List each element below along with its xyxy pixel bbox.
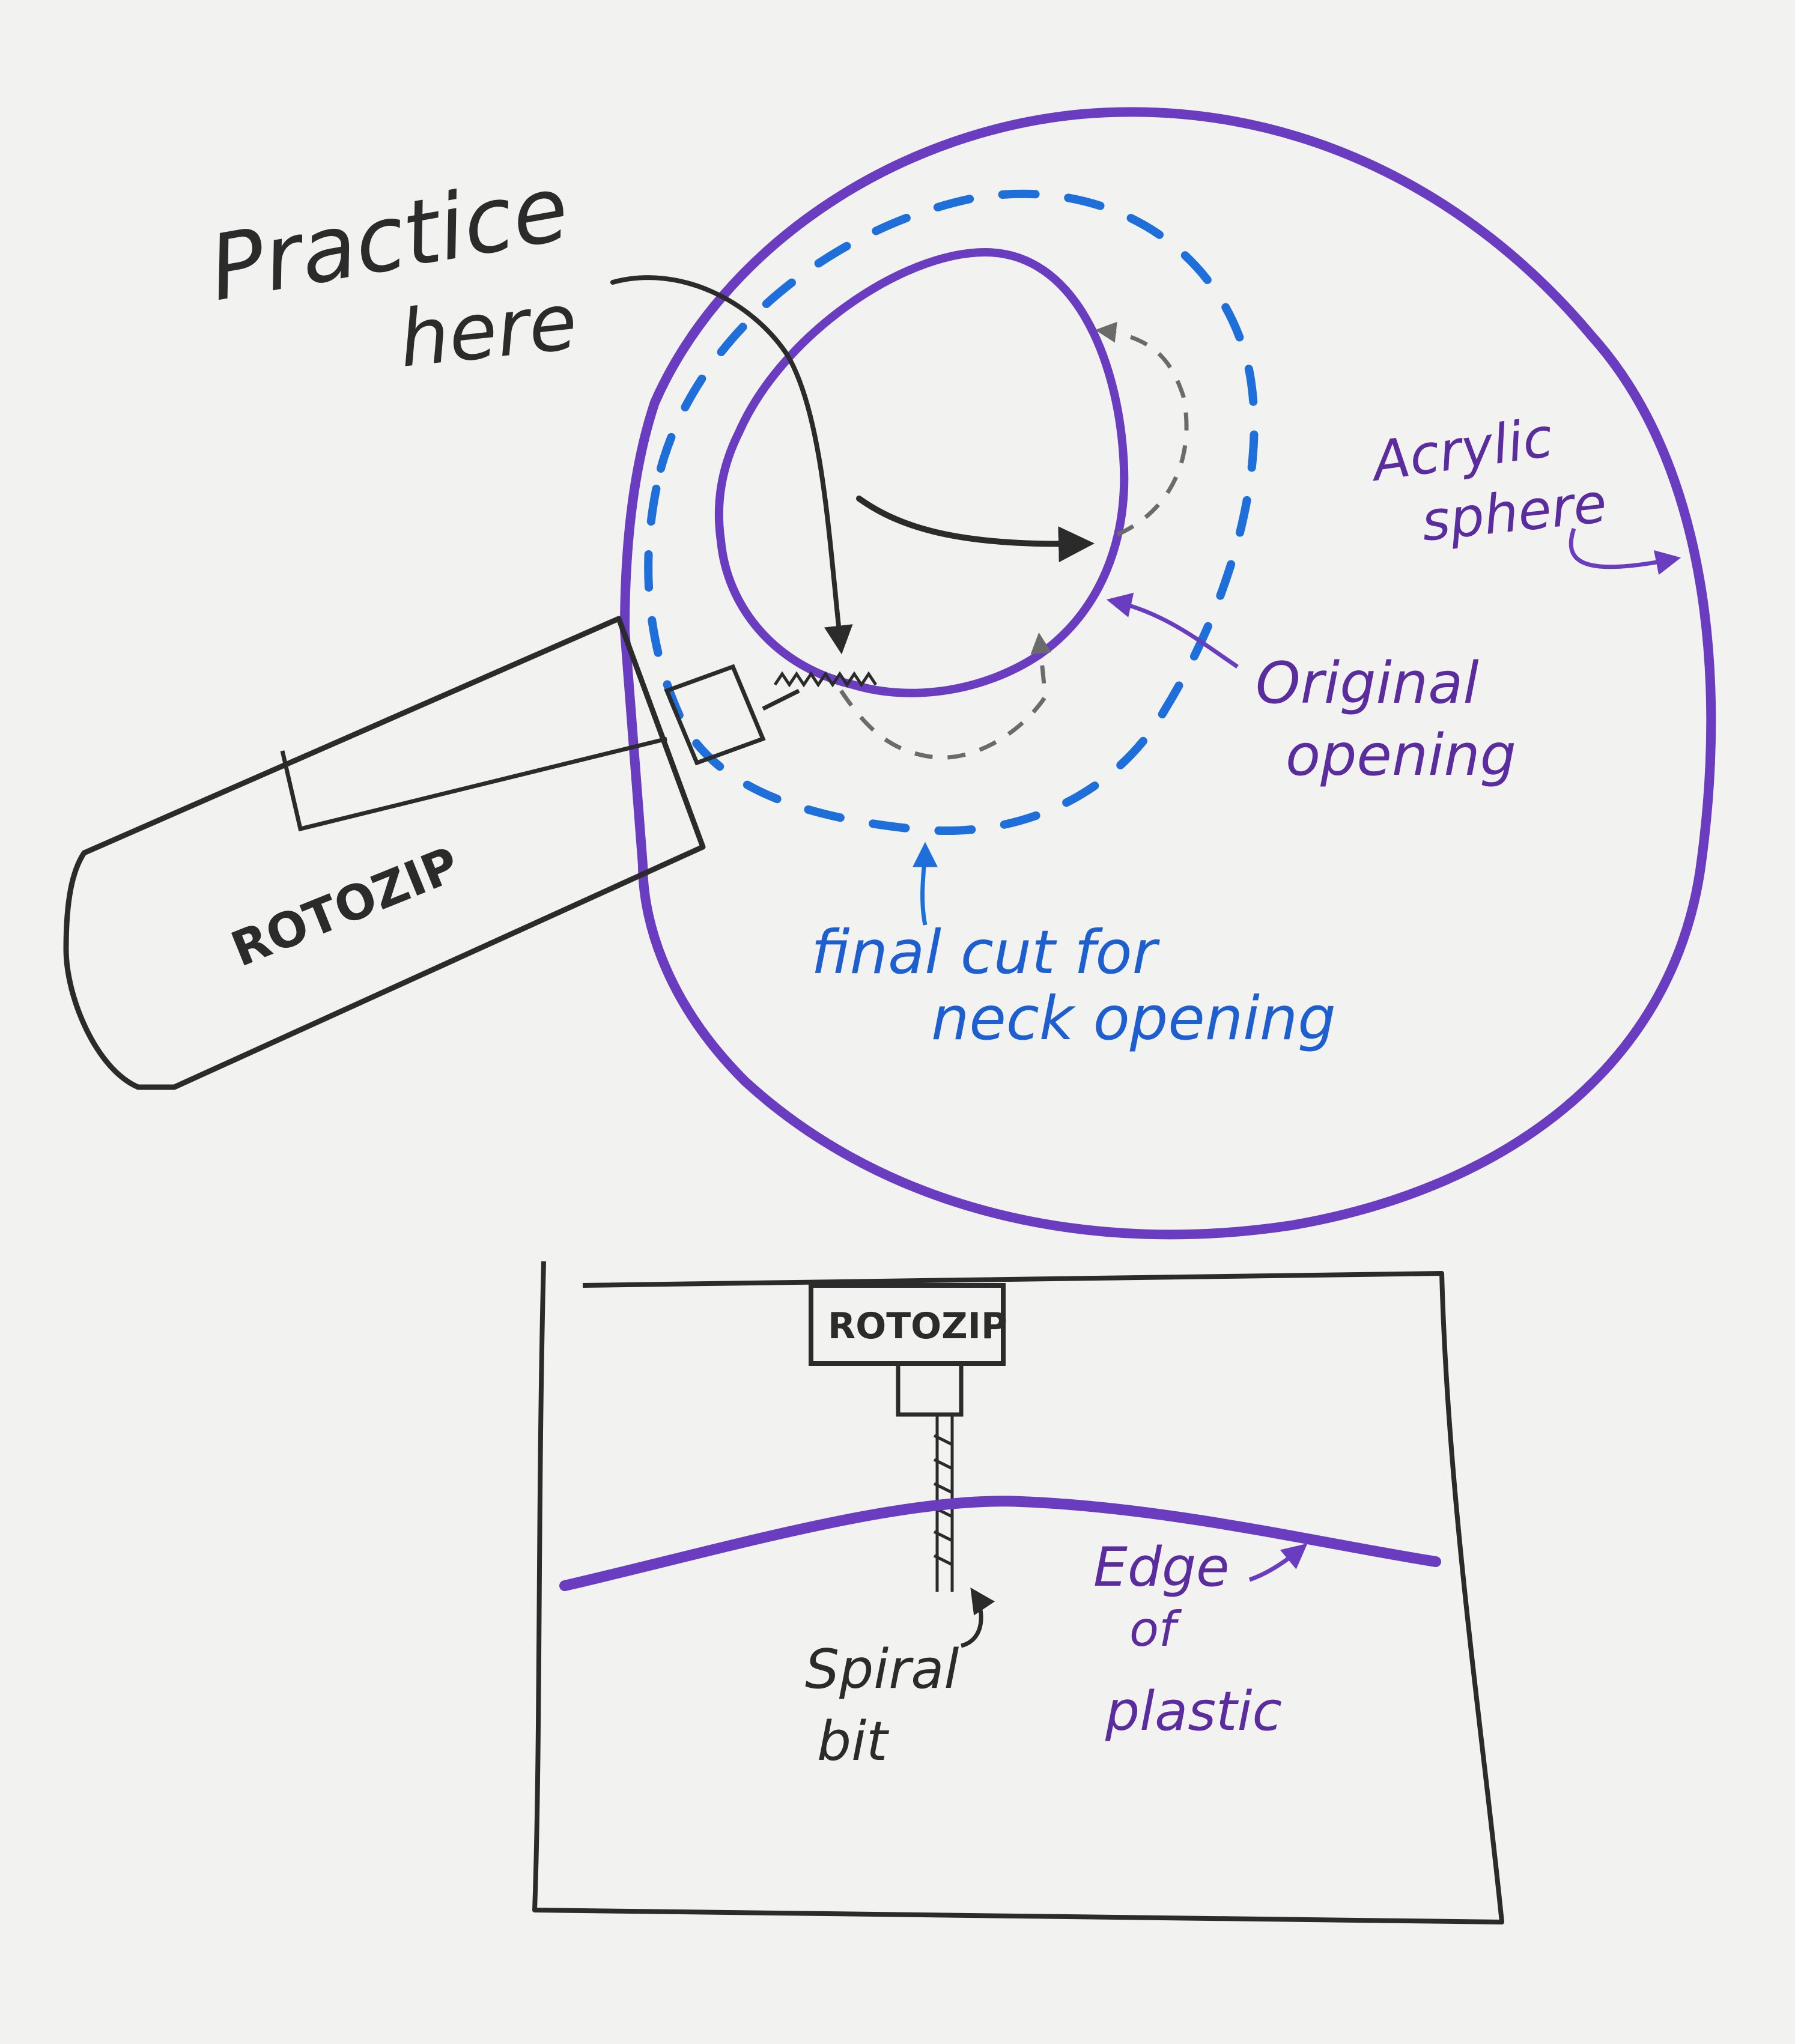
original-opening-outline — [714, 248, 1129, 697]
acrylic-sphere-outline — [620, 107, 1716, 1240]
rotozip-collet-bottom — [896, 1361, 964, 1417]
plastic-edge-label-line1: Edge — [1093, 1536, 1230, 1599]
rotozip-label-bottom: ROTOZIP — [828, 1305, 1007, 1347]
acrylic-label-arrow — [1569, 527, 1681, 575]
side-view-frame — [532, 1261, 1504, 1924]
original-label-line2: opening — [1286, 723, 1516, 789]
acrylic-label-line2: sphere — [1418, 472, 1609, 554]
final-cut-label-arrow — [912, 842, 938, 926]
rotozip-tool-top — [63, 616, 800, 1090]
plastic-edge-arrow — [1248, 1543, 1308, 1582]
spiral-bit-label-line1: Spiral — [805, 1638, 959, 1701]
final-cut-label-line1: final cut for — [811, 917, 1161, 987]
practice-label-line2: here — [395, 276, 581, 385]
plastic-edge-label-line2: of — [1129, 1601, 1182, 1657]
cut-path-arrow-right — [1095, 321, 1189, 537]
practice-here-arrow — [610, 275, 853, 655]
direction-arrow-inner — [856, 496, 1095, 563]
spiral-bit-label-line2: bit — [817, 1710, 890, 1773]
rotozip-label-top: ROTOZIP — [223, 836, 466, 978]
spiral-bit-arrow — [960, 1588, 995, 1648]
practice-cut-marks — [773, 671, 878, 688]
plastic-edge-line — [559, 1496, 1441, 1591]
original-label-arrow — [1106, 592, 1239, 669]
original-label-line1: Original — [1256, 651, 1479, 717]
final-cut-label-line2: neck opening — [931, 983, 1336, 1054]
final-cut-dashed-circle — [644, 189, 1259, 835]
cut-path-arrow-lower — [839, 632, 1052, 760]
plastic-edge-label-line3: plastic — [1105, 1680, 1282, 1743]
